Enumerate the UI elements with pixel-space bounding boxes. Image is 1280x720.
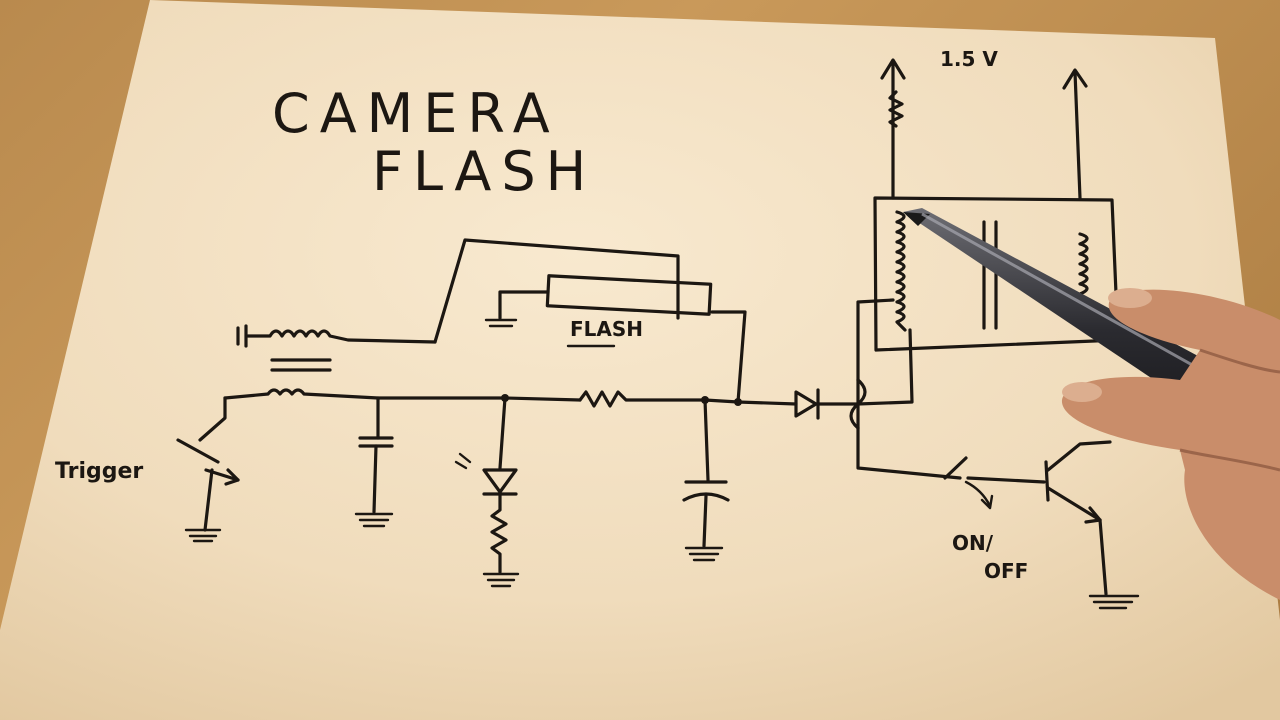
ground-symbol-right: [1088, 594, 1140, 610]
title-flash: FLASH: [372, 140, 596, 203]
photodiode-branch: [454, 396, 520, 588]
coil-secondary: [1078, 232, 1089, 296]
switch-off-label: OFF: [984, 559, 1028, 583]
trigger-label: Trigger: [55, 459, 143, 484]
ground-symbol-trigger: [184, 528, 222, 543]
capacitor-electrolytic: [682, 398, 730, 562]
resistor-photo: [490, 492, 508, 574]
voltage-label: 1.5 V: [940, 47, 998, 71]
trigger-coil-top: [236, 324, 437, 348]
capacitor-1: [354, 396, 394, 528]
ground-symbol-flash: [484, 318, 518, 328]
title-camera: CAMERA: [272, 82, 560, 145]
hand: [1061, 288, 1280, 600]
flash-tube-circuit: FLASH Trigger: [55, 238, 860, 588]
resistor-top: [888, 90, 904, 128]
coil-primary: [895, 210, 907, 332]
resistor-bus: [578, 390, 740, 408]
diode-main: [736, 388, 860, 420]
flash-label: FLASH: [570, 317, 643, 341]
switch-on-label: ON/: [952, 531, 994, 555]
